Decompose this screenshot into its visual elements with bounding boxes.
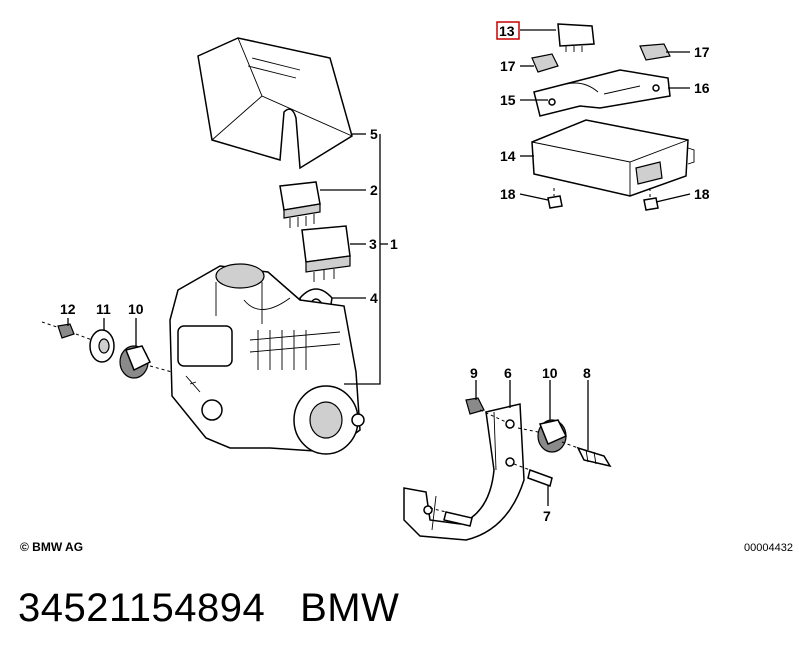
rubber-mount-10-right-part [517,419,568,453]
callout-3: 3 [369,236,377,252]
stud-8-part [561,441,612,468]
copyright-notice: © BMW AG [20,540,84,554]
bolt-7-part [513,463,553,487]
callout-2: 2 [370,182,378,198]
brand-name: BMW [300,586,400,630]
callout-15: 15 [500,92,516,108]
callout-17-left: 17 [500,58,516,74]
callout-1: 1 [390,236,398,252]
bushing-11-part [75,329,115,363]
exploded-parts-diagram: 5 2 3 1 4 12 11 10 9 6 10 8 7 13 17 17 1… [41,21,710,541]
callout-9: 9 [470,365,478,381]
callout-4: 4 [370,290,378,306]
nut-9-part [465,397,507,423]
relay-2-part [279,181,321,228]
rubber-mount-10-left-part [119,345,173,379]
hydraulic-unit-part [169,263,365,455]
cover-part [197,37,353,170]
callout-12: 12 [60,301,76,317]
callout-13-highlight-box [496,21,520,40]
part-caption: 34521154894 BMW [18,586,399,631]
nut-12-part [41,321,75,339]
part-number: 34521154894 [18,586,266,630]
relay-3-part [301,225,351,282]
callout-17-right: 17 [694,44,710,60]
screw-18-part [547,188,659,211]
callout-18-left: 18 [500,186,516,202]
callout-13: 13 [499,23,515,39]
callout-10-left: 10 [128,301,144,317]
callout-16: 16 [694,80,710,96]
control-unit-14-part [531,119,695,197]
diagram-id: 00004432 [744,542,793,554]
callout-11: 11 [96,301,111,317]
callout-5: 5 [370,126,378,142]
bracket-16-part [533,69,671,117]
callout-7: 7 [543,508,551,524]
callout-18-right: 18 [694,186,710,202]
callout-10-right: 10 [542,365,558,381]
callout-6: 6 [504,365,512,381]
callout-8: 8 [583,365,591,381]
relay-13-part [557,23,595,52]
leader-lines [67,29,691,506]
clip-17-part [531,43,671,73]
bolt-lower-part [429,507,473,527]
callout-14: 14 [500,148,516,164]
